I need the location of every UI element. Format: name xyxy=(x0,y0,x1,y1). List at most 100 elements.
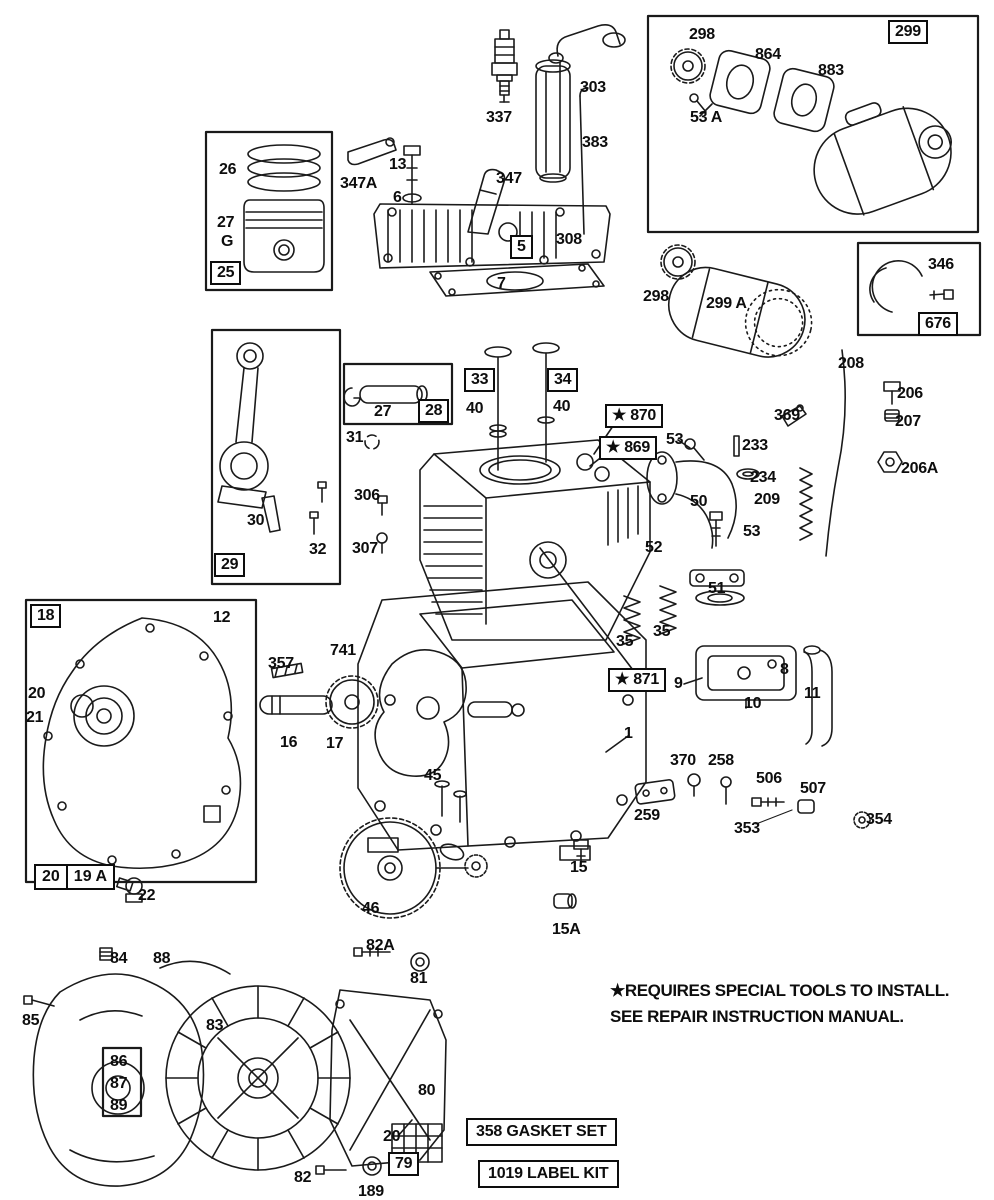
part-label-299a: 299 A xyxy=(706,295,747,312)
part-label-53a: 53 A xyxy=(690,109,723,126)
part-label-34: 34 xyxy=(547,368,579,392)
part-label-298b: 298 xyxy=(643,288,669,305)
part-label-506: 506 xyxy=(756,770,782,787)
part-label-209: 209 xyxy=(754,491,780,508)
part-label-9: 9 xyxy=(674,675,683,692)
part-label-353: 353 xyxy=(734,820,760,837)
special-tools-note-line1: ★REQUIRES SPECIAL TOOLS TO INSTALL. xyxy=(610,981,950,1000)
part-label-206: 206 xyxy=(897,385,923,402)
part-label-31: 31 xyxy=(346,429,364,446)
part-label-83: 83 xyxy=(206,1017,224,1034)
part-label-40a: 40 xyxy=(466,400,484,417)
valves-drawing xyxy=(484,342,560,471)
right-fasteners-drawing xyxy=(781,349,903,557)
piston-rings-drawing xyxy=(243,144,325,273)
part-label-298: 298 xyxy=(689,26,715,43)
part-label-189: 189 xyxy=(358,1183,384,1200)
part-label-12: 12 xyxy=(213,609,231,626)
part-label-6: 6 xyxy=(393,189,402,206)
part-label-20c: 20 xyxy=(383,1128,401,1145)
part-label-259: 259 xyxy=(634,807,660,824)
part-label-308: 308 xyxy=(556,231,582,248)
part-label-26: 26 xyxy=(219,161,237,178)
part-label-81: 81 xyxy=(410,970,428,987)
connecting-rod-drawing xyxy=(217,342,388,554)
part-label-27b: 27 xyxy=(374,403,392,420)
part-label-35a: 35 xyxy=(616,633,634,650)
part-label-25: 25 xyxy=(210,261,242,285)
part-label-82a: 82A xyxy=(366,937,395,954)
part-label-347a: 347A xyxy=(340,175,378,192)
part-label-50: 50 xyxy=(690,493,708,510)
part-label-15: 15 xyxy=(570,859,588,876)
part-label-357: 357 xyxy=(268,655,294,672)
part-label-869: ★ 869 xyxy=(599,436,657,460)
gasket-set-callout: 358 GASKET SET xyxy=(466,1118,617,1146)
bracket-and-bolt-drawing xyxy=(347,137,422,205)
part-label-27: 27 xyxy=(217,214,235,231)
part-label-16: 16 xyxy=(280,734,298,751)
part-label-g: G xyxy=(221,233,234,250)
part-label-369: 369 xyxy=(774,407,800,424)
part-label-303: 303 xyxy=(580,79,606,96)
part-label-206a: 206A xyxy=(901,460,939,477)
part-label-88: 88 xyxy=(153,950,171,967)
part-label-258: 258 xyxy=(708,752,734,769)
part-label-17: 17 xyxy=(326,735,344,752)
air-cleaner-assembly-drawing xyxy=(670,48,952,216)
part-label-84: 84 xyxy=(110,950,128,967)
part-label-33: 33 xyxy=(464,368,496,392)
breather-assembly-drawing xyxy=(695,645,833,747)
part-label-234: 234 xyxy=(750,469,776,486)
part-label-233: 233 xyxy=(742,437,768,454)
crankcase-sump-drawing xyxy=(357,581,647,861)
part-label-22: 22 xyxy=(138,887,156,904)
part-label-20-19a: 20 19 A xyxy=(34,864,115,890)
part-label-347: 347 xyxy=(496,170,522,187)
control-lever-drawing xyxy=(467,168,506,235)
part-label-46: 46 xyxy=(362,900,380,917)
part-label-53c: 53 xyxy=(743,523,761,540)
part-label-5: 5 xyxy=(510,235,533,259)
muffler-299a-drawing xyxy=(660,244,813,358)
part-label-21: 21 xyxy=(26,709,44,726)
flywheel-cluster-drawing xyxy=(23,947,447,1187)
special-tools-note: ★REQUIRES SPECIAL TOOLS TO INSTALL. SEE … xyxy=(610,978,949,1031)
part-label-883: 883 xyxy=(818,62,844,79)
part-label-30: 30 xyxy=(247,512,265,529)
part-label-370: 370 xyxy=(670,752,696,769)
crankshaft-drawing xyxy=(259,648,525,777)
part-label-870: ★ 870 xyxy=(605,404,663,428)
part-label-20b: 20 xyxy=(42,868,60,885)
part-label-79: 79 xyxy=(388,1152,420,1176)
part-label-40b: 40 xyxy=(553,398,571,415)
part-label-354: 354 xyxy=(866,811,892,828)
part-label-11: 11 xyxy=(804,685,821,702)
part-label-19a: 19 A xyxy=(65,866,113,888)
part-label-53b: 53 xyxy=(666,431,684,448)
crankcase-cover-drawing xyxy=(42,617,242,903)
part-label-676: 676 xyxy=(918,312,958,336)
part-label-864: 864 xyxy=(755,46,781,63)
part-label-80: 80 xyxy=(418,1082,436,1099)
part-label-307: 307 xyxy=(352,540,378,557)
part-label-85: 85 xyxy=(22,1012,40,1029)
part-label-207: 207 xyxy=(895,413,921,430)
valve-springs-drawing xyxy=(623,585,677,645)
group-frames xyxy=(24,14,982,1118)
part-label-20a: 20 xyxy=(28,685,46,702)
part-label-10: 10 xyxy=(744,695,762,712)
intake-elbow-drawing xyxy=(646,435,760,606)
part-label-871: ★ 871 xyxy=(608,668,666,692)
part-label-52: 52 xyxy=(645,539,663,556)
part-label-28: 28 xyxy=(418,399,450,423)
muffler-deflector-drawing xyxy=(535,59,589,235)
part-label-337: 337 xyxy=(486,109,512,126)
ring-and-screw-drawing xyxy=(869,259,954,313)
part-label-51: 51 xyxy=(708,580,726,597)
cam-gear-drawing xyxy=(339,780,488,919)
head-gasket-drawing xyxy=(429,263,605,297)
piston-pin-drawing xyxy=(343,385,428,450)
